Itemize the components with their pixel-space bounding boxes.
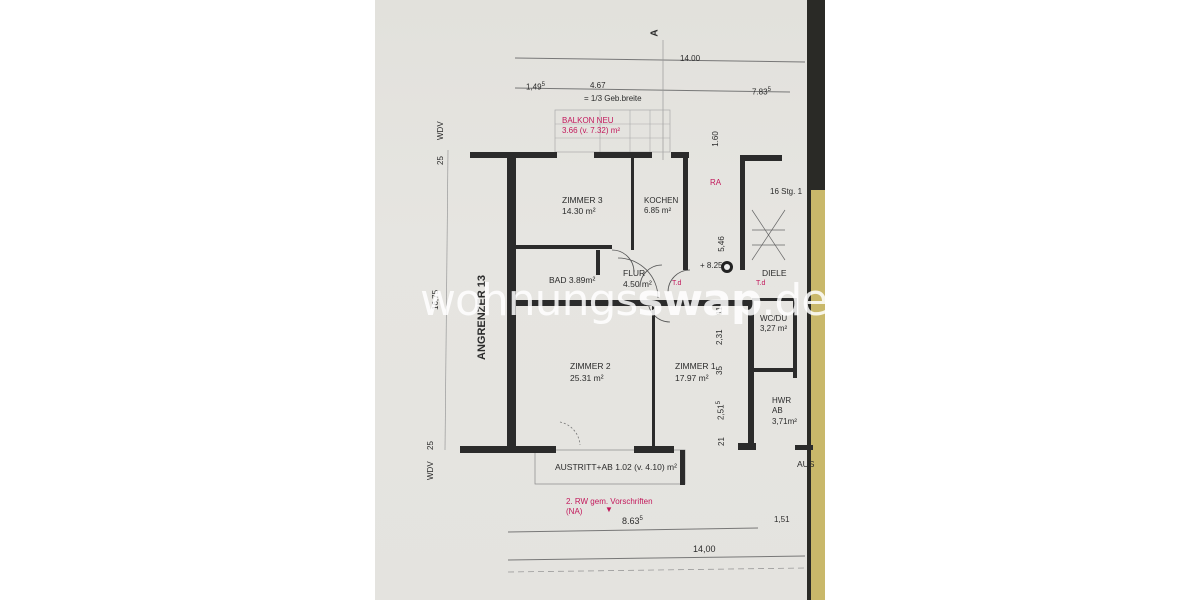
right-dim-251-sup: 5	[716, 401, 722, 405]
dim-bottom-total: 14,00	[693, 544, 716, 554]
room-kochen-area: 6.85 m²	[644, 206, 672, 215]
room-flur-area: 4.50 m²	[623, 279, 652, 289]
wall-middle-horizontal	[512, 300, 752, 306]
wall-zimmer1-left	[652, 305, 655, 450]
austritt-label: AUSTRITT+AB 1.02 (v. 4.10) m²	[555, 462, 677, 472]
watermark-part3: .de	[761, 275, 828, 326]
wall-stair-left	[740, 155, 745, 270]
room-zimmer3-name: ZIMMER 3	[562, 195, 603, 205]
watermark-part1: wohnungs	[420, 275, 638, 326]
wdv-bottom-label: WDV	[426, 461, 435, 480]
wall-austritt-right	[680, 450, 685, 485]
wall-top-zimmer3	[512, 152, 557, 158]
dim-bottom-left-sup: 5	[639, 516, 643, 522]
dim-bottom-right: 1,51	[774, 515, 790, 524]
wdv-top-label: WDV	[436, 121, 445, 140]
right-dim-251-value: 2,51	[716, 404, 726, 420]
dim-top-left-value: 1,49	[526, 82, 542, 92]
stair-ra-label: RA	[710, 178, 722, 187]
aus-label: AUS	[797, 459, 815, 469]
wall-bottom-mid	[634, 446, 674, 453]
dim-25-top: 25	[436, 156, 445, 165]
right-dim-231: 2,31	[715, 329, 724, 345]
wall-top-mid	[594, 152, 652, 158]
wall-zimmer1-right	[748, 300, 754, 448]
dim-25-bottom: 25	[426, 441, 435, 450]
room-wc-area: 3,27 m²	[760, 324, 788, 333]
room-hwr-sub: AB	[772, 406, 783, 415]
room-zimmer3-area: 14.30 m²	[562, 206, 596, 216]
wall-zimmer3-bottom	[512, 245, 612, 249]
door-td-left: T.d	[672, 280, 682, 287]
room-bad-area: 3.89m²	[568, 275, 596, 285]
door-td-right: T.d	[756, 280, 766, 287]
room-kochen-name: KOCHEN	[644, 196, 679, 205]
wall-bottom-right	[738, 443, 756, 450]
room-zimmer1-name: ZIMMER 1	[675, 361, 716, 371]
right-dim-251: 2,515	[716, 401, 726, 420]
room-zimmer1-area: 17.97 m²	[675, 373, 709, 383]
stair-level: + 8.25	[700, 261, 723, 270]
stair-dim: 5,46	[716, 236, 726, 252]
wall-wc-right	[793, 298, 797, 378]
stair-steps: 16 Stg. 1	[770, 187, 803, 196]
wall-top-kitchen	[671, 152, 689, 158]
dim-top-right: 7.835	[752, 87, 771, 97]
bottom-marker-icon: ▼	[605, 505, 613, 514]
dim-bottom-left: 8.635	[622, 516, 643, 526]
balcony-label: BALKON NEU	[562, 116, 614, 125]
room-wc-name: WC/DU	[760, 314, 788, 323]
right-dim-21: 21	[717, 437, 726, 446]
wall-hwr-corner	[795, 445, 813, 450]
room-zimmer2-name: ZIMMER 2	[570, 361, 611, 371]
dim-top-right-value: 7.83	[752, 87, 768, 97]
wall-left-outer	[507, 152, 516, 452]
balcony-area: 3.66 (v. 7.32) m²	[562, 126, 621, 135]
watermark-part2: swap	[637, 275, 762, 326]
dim-balcony-depth: 1.60	[710, 131, 720, 147]
room-flur-name: FLUR	[623, 268, 646, 278]
watermark: wohnungsswap.de	[420, 275, 828, 326]
wall-wc-top	[752, 298, 797, 301]
dim-top-left-sup: 5	[541, 82, 545, 88]
room-zimmer2-area: 25.31 m²	[570, 373, 604, 383]
background-yellow-strip	[811, 190, 825, 600]
room-bad-name: BAD	[549, 275, 567, 285]
wall-top-left	[470, 152, 510, 158]
room-hwr-area: 3,71m²	[772, 417, 797, 426]
room-bad: BAD 3.89m²	[549, 276, 595, 285]
dim-top-middle-note: = 1/3 Geb.breite	[584, 94, 642, 103]
right-dim-35: 35	[715, 366, 724, 375]
dim-top-total: 14.00	[680, 54, 701, 63]
wall-bad-right	[596, 250, 600, 275]
wall-kitchen-left	[631, 155, 634, 250]
bottom-note-line2: (NA)	[566, 507, 583, 516]
wall-bottom-left	[460, 446, 556, 453]
dim-bottom-left-value: 8.63	[622, 516, 640, 526]
dim-top-right-sup: 5	[767, 87, 771, 93]
wall-wc-bottom	[752, 368, 797, 372]
wall-top-stair	[740, 155, 782, 161]
wall-kitchen-right	[683, 155, 688, 270]
bottom-note-line1: 2. RW gem. Vorschriften	[566, 497, 653, 506]
room-diele-name: DIELE	[762, 268, 787, 278]
dim-top-left: 1,495	[526, 82, 545, 92]
dim-top-middle: 4.67	[590, 81, 606, 90]
section-marker: A	[649, 29, 661, 37]
room-hwr-name: HWR	[772, 396, 792, 405]
